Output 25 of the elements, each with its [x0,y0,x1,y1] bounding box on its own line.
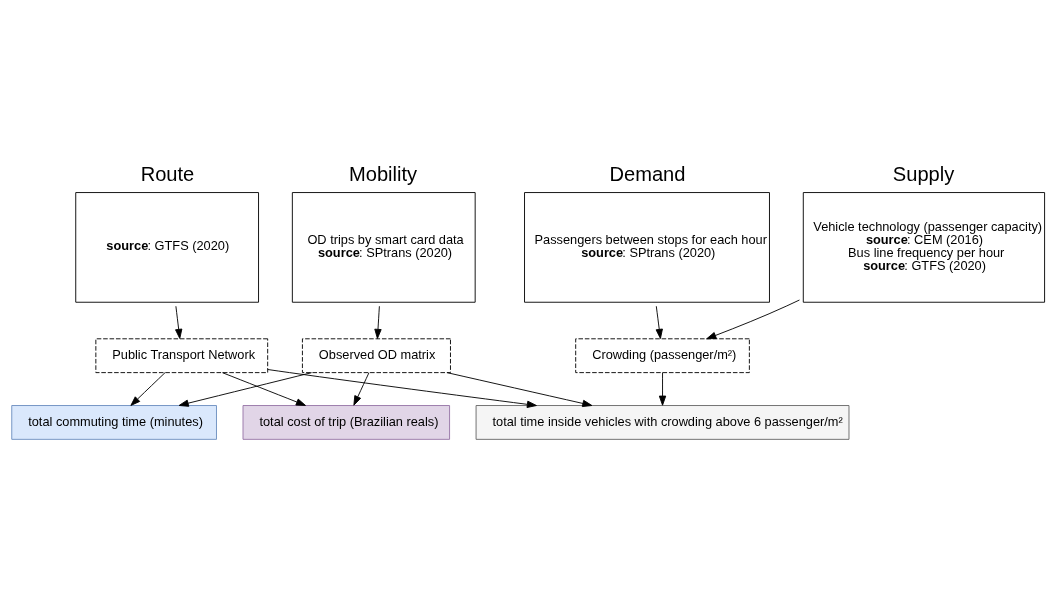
node-box: Passengers between stops for each hour source: SPtrans (2020) [524,192,770,303]
node-box: OD trips by smart card data source: SPtrans (2020) [291,192,476,303]
arrow [221,372,306,406]
node-box: total commuting time (minutes) [11,405,217,440]
arrow [130,372,166,406]
arrow [658,372,667,406]
node-label: Mobility [349,163,418,186]
arrow [655,305,663,339]
node-label: Route [140,163,195,186]
node-label: Demand [609,163,686,186]
node-box: source: GTFS (2020) [75,192,259,303]
node-box: Observed OD matrix [301,338,451,374]
arrow [178,372,313,407]
node-box: total time inside vehicles with crowding above 6 passenger/m² [475,405,850,440]
arrow [175,305,183,339]
arrow [267,369,537,408]
arrow [353,372,370,406]
node-box: Crowding (passenger/m²) [575,338,750,374]
node-box: Public Transport Network [95,338,269,374]
node-label: Supply [892,163,955,186]
arrow [374,305,382,339]
arrow [446,372,593,408]
arrow [706,299,800,340]
node-box: Vehicle technology (passenger capacity) source: CEM (2016) Bus line frequency per hour source: GTFS (2020) [802,192,1046,303]
node-box: total cost of trip (Brazilian reals) [242,405,451,440]
